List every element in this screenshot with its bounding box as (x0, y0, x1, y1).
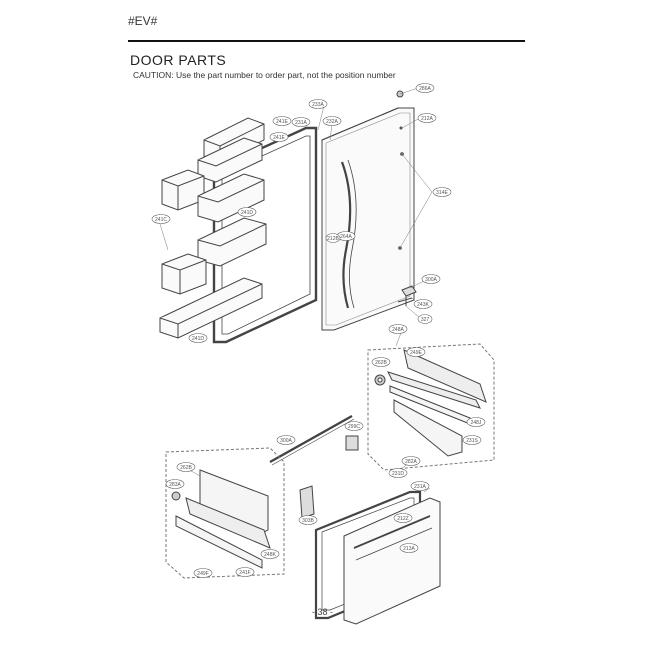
lower-drawer-front (343, 497, 441, 625)
caution-note: CAUTION: Use the part number to order pa… (133, 70, 396, 80)
part-label: 248A (392, 327, 404, 333)
part-label: 299C (348, 424, 360, 430)
part-label: 241F (239, 570, 250, 576)
rail-assembly-left (165, 447, 285, 579)
part-label: 248J (471, 420, 482, 426)
part-label: 212A (421, 116, 433, 122)
bracket-part (299, 485, 315, 519)
page-title: DOOR PARTS (130, 52, 227, 68)
part-label: 231A (414, 484, 426, 490)
part-label: 249E (410, 350, 422, 356)
part-label: 241D (192, 336, 204, 342)
part-label: 286A (419, 86, 431, 92)
part-label: 300A (280, 438, 292, 444)
part-label: 241E (273, 135, 285, 141)
upper-door-panel (321, 90, 415, 331)
support-rod (269, 414, 355, 466)
part-label: 262B (180, 465, 192, 471)
part-label: 314E (436, 190, 448, 196)
part-label: 300A (425, 277, 437, 283)
clip-part (345, 435, 359, 451)
part-label: 231A (295, 120, 307, 126)
part-label: 231S (466, 438, 478, 444)
part-label: 327 (421, 317, 430, 323)
part-label: 232A (326, 119, 338, 125)
part-label: 212B (327, 236, 339, 242)
part-label: 249F (197, 571, 208, 577)
part-label: 241D (241, 210, 253, 216)
part-label: 262B (375, 360, 387, 366)
part-label: 282A (405, 459, 417, 465)
part-label: 243K (417, 302, 429, 308)
part-callouts (151, 83, 486, 578)
header-rule (128, 40, 525, 42)
part-label: 233A (312, 102, 324, 108)
model-code: #EV# (128, 14, 158, 28)
door-bins (159, 117, 267, 339)
part-label: 303B (302, 518, 314, 524)
part-label: 283A (169, 482, 181, 488)
part-label: 241E (276, 119, 288, 125)
part-label: 264A (340, 234, 352, 240)
rail-assembly-right (367, 343, 495, 471)
part-label: 231D (392, 471, 404, 477)
part-label: 241C (155, 217, 167, 223)
part-label: 212Z (397, 516, 408, 522)
part-label: 213A (403, 546, 415, 552)
page-number: - 38 - (312, 607, 334, 617)
part-label: 248K (264, 552, 276, 558)
upper-hinge (397, 285, 417, 306)
upper-door-gasket (212, 126, 318, 344)
